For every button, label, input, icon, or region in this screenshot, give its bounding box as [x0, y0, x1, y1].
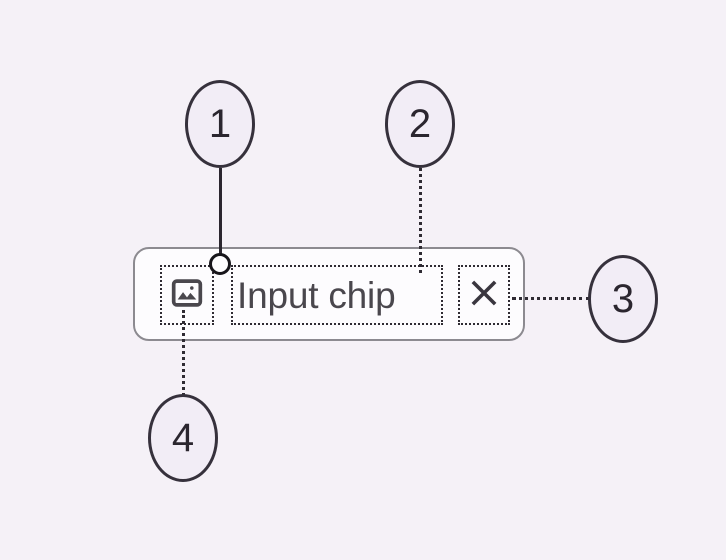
callout-leader-line-3	[512, 297, 590, 300]
callout-badge-3: 3	[588, 255, 658, 343]
close-icon[interactable]	[468, 277, 500, 314]
chip-label: Input chip	[237, 274, 396, 316]
input-chip[interactable]: Input chip	[133, 247, 525, 341]
callout-leader-line-4	[182, 310, 185, 396]
callout-leader-endpoint-1	[209, 253, 231, 275]
callout-badge-1-number: 1	[208, 101, 232, 146]
callout-leader-line-1	[219, 168, 222, 262]
callout-leader-line-2	[419, 168, 422, 273]
callout-badge-2-number: 2	[408, 101, 432, 146]
callout-badge-4: 4	[148, 394, 218, 482]
label-slot: Input chip	[231, 265, 443, 325]
callout-badge-2: 2	[385, 80, 455, 168]
callout-badge-3-number: 3	[611, 276, 635, 321]
image-icon[interactable]	[170, 276, 204, 315]
leading-icon-slot	[160, 265, 214, 325]
callout-badge-4-number: 4	[171, 415, 195, 460]
trailing-icon-slot	[458, 265, 510, 325]
callout-badge-1: 1	[185, 80, 255, 168]
